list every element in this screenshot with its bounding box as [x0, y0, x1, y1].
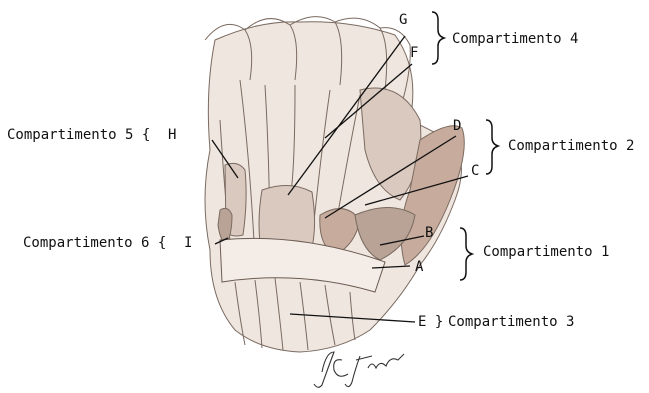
- hand-tissue: [205, 17, 464, 352]
- label-compartimento-3: Compartimento 3: [448, 314, 574, 330]
- label-letter-G: G: [399, 12, 407, 28]
- label-compartimento-1: Compartimento 1: [483, 244, 609, 260]
- label-letter-I: I: [184, 235, 192, 251]
- label-letter-F: F: [410, 45, 418, 61]
- brace-compartimento-4: [432, 12, 444, 64]
- label-compartimento-5: Compartimento 5 {: [7, 127, 150, 143]
- label-compartimento-6: Compartimento 6 {: [23, 235, 166, 251]
- label-letter-C: C: [471, 163, 479, 179]
- label-letter-D: D: [453, 118, 461, 134]
- label-compartimento-4: Compartimento 4: [452, 31, 578, 47]
- label-letter-B: B: [425, 225, 433, 241]
- label-letter-H: H: [168, 127, 176, 143]
- label-letter-E: E }: [418, 314, 443, 330]
- brace-compartimento-2: [486, 120, 498, 174]
- artist-signature: [314, 352, 404, 387]
- label-letter-A: A: [415, 259, 423, 275]
- brace-compartimento-1: [460, 228, 472, 280]
- label-compartimento-2: Compartimento 2: [508, 138, 634, 154]
